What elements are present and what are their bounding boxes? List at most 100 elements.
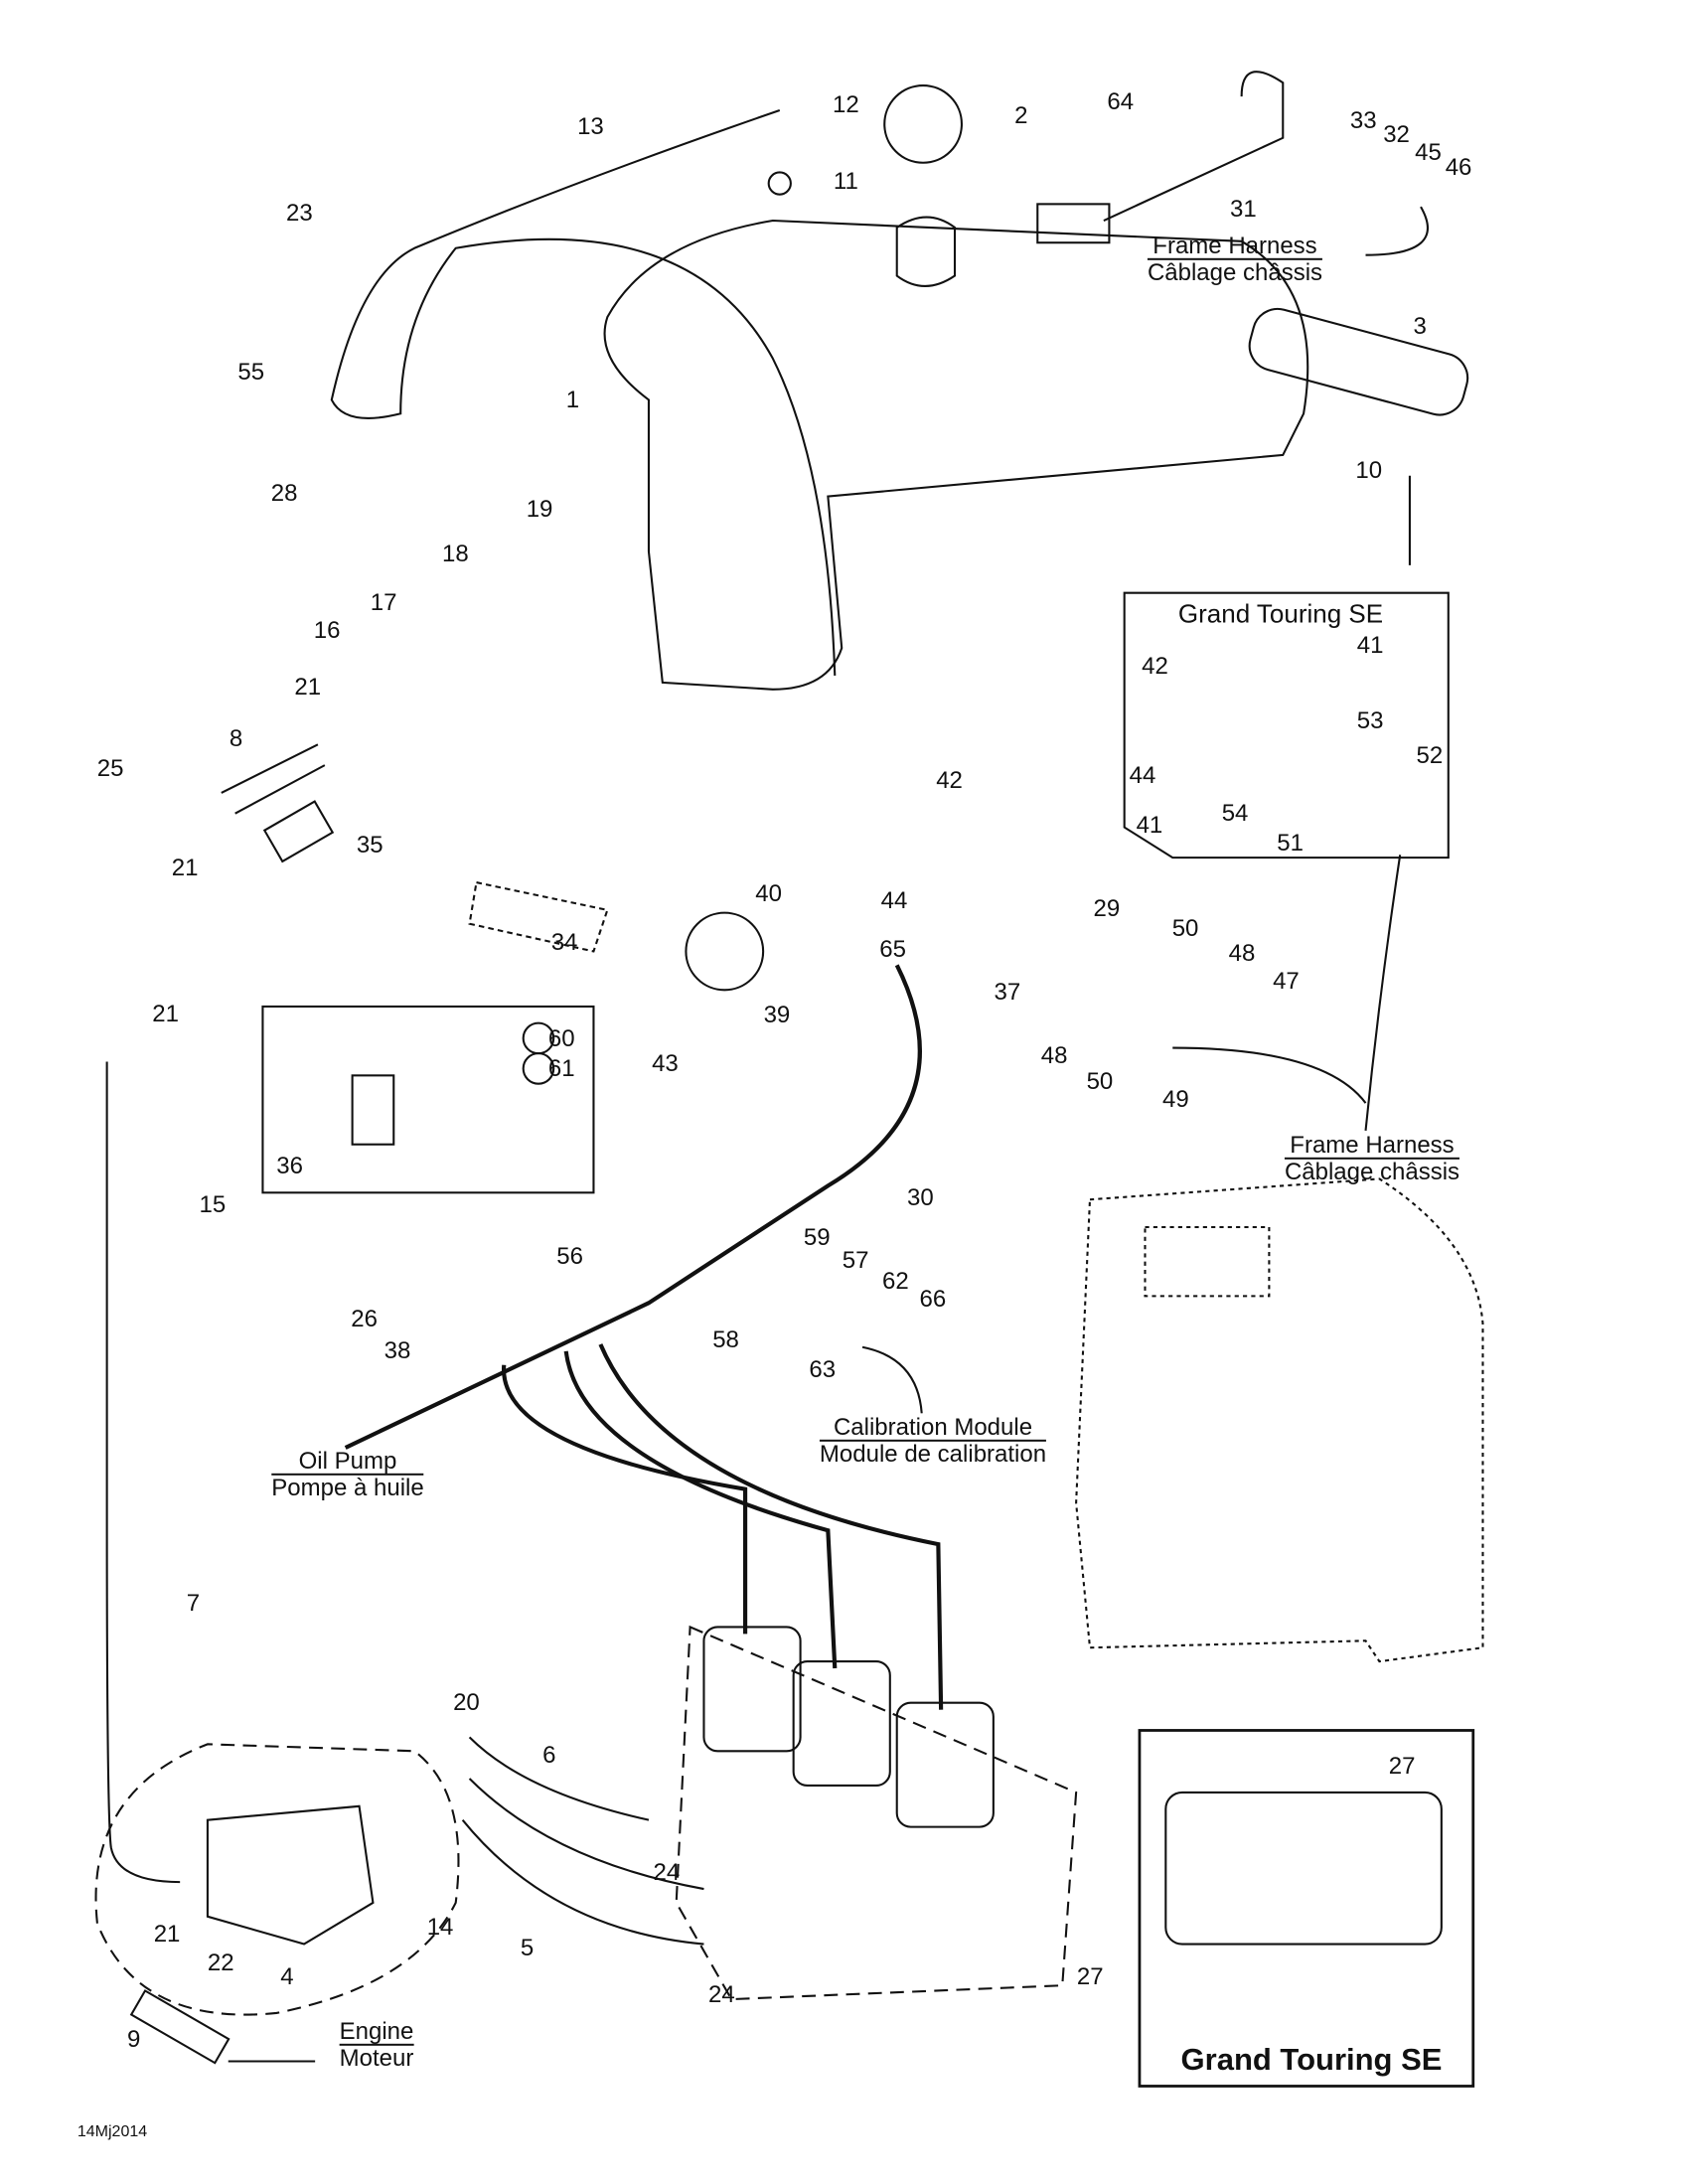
callout-43: 43 <box>652 1049 679 1077</box>
callout-21: 21 <box>294 673 322 701</box>
callout-6: 6 <box>542 1741 556 1769</box>
callout-23: 23 <box>286 200 313 228</box>
oil-pump <box>206 1804 375 1946</box>
callout-11: 11 <box>833 168 858 196</box>
callout-45: 45 <box>1415 139 1442 167</box>
callout-55: 55 <box>237 359 265 386</box>
callout-30: 30 <box>907 1183 934 1211</box>
callout-13: 13 <box>577 112 604 140</box>
hoses-5-6 <box>461 1736 704 1946</box>
callout-16: 16 <box>313 616 341 644</box>
carburetor-3 <box>895 1701 995 1828</box>
caption-en: Oil Pump <box>271 1449 424 1476</box>
callout-65: 65 <box>879 935 906 963</box>
callout-33: 33 <box>1349 107 1377 135</box>
caption-fr: Module de calibration <box>819 1441 1047 1468</box>
callout-31: 31 <box>1230 196 1257 224</box>
tank-filler-neck <box>895 216 957 287</box>
caption-en: Frame Harness <box>1284 1133 1460 1160</box>
callout-21: 21 <box>171 854 199 881</box>
callout-56: 56 <box>556 1243 583 1271</box>
bracket-3 <box>1248 307 1469 416</box>
pump-36 <box>351 1074 395 1146</box>
callout-60: 60 <box>547 1024 575 1052</box>
callout-36: 36 <box>276 1152 304 1179</box>
callout-28: 28 <box>270 480 298 508</box>
caption-frame-harness-mid: Frame Harness Câblage châssis <box>1284 1133 1460 1184</box>
ring-61 <box>522 1052 555 1085</box>
callout-52: 52 <box>1416 742 1444 770</box>
callout-66: 66 <box>919 1286 947 1314</box>
wire-harness <box>344 964 922 1450</box>
caption-en: Engine <box>339 2017 414 2046</box>
callout-15: 15 <box>199 1190 227 1218</box>
fuel-tank <box>603 219 1309 691</box>
callout-44: 44 <box>1129 761 1156 789</box>
fuel-line-8 <box>221 743 326 815</box>
callout-38: 38 <box>384 1336 411 1364</box>
callout-47: 47 <box>1273 967 1300 995</box>
callout-32: 32 <box>1383 121 1410 149</box>
caption-calibration-module: Calibration Module Module de calibration <box>819 1415 1047 1468</box>
inset-box-grand-touring <box>1123 591 1450 859</box>
carb-wire-3 <box>598 1343 944 1710</box>
callout-48: 48 <box>1228 939 1256 967</box>
callout-48: 48 <box>1040 1041 1068 1069</box>
fuel-cap <box>883 83 963 164</box>
callout-26: 26 <box>351 1305 379 1332</box>
handlebar-grip <box>468 880 609 953</box>
grommet <box>767 171 792 196</box>
callout-46: 46 <box>1445 154 1472 182</box>
callout-44: 44 <box>880 886 908 914</box>
drawing-code: 14Mj2014 <box>77 2123 148 2140</box>
callout-27: 27 <box>1388 1752 1416 1780</box>
caption-engine: Engine Moteur <box>339 2017 414 2072</box>
callout-27: 27 <box>1076 1963 1104 1991</box>
callout-25: 25 <box>96 754 124 782</box>
carb-wire-2 <box>563 1350 838 1669</box>
callout-57: 57 <box>842 1247 869 1275</box>
callout-4: 4 <box>280 1963 294 1991</box>
callout-62: 62 <box>882 1268 909 1296</box>
caption-oil-pump: Oil Pump Pompe à huile <box>271 1449 424 1501</box>
carburetor-1 <box>702 1626 802 1753</box>
callout-3: 3 <box>1413 313 1427 341</box>
caption-en: Calibration Module <box>819 1415 1047 1442</box>
callout-5: 5 <box>520 1935 535 1962</box>
calibration-arrow <box>861 1345 923 1414</box>
carb-outline <box>675 1625 1078 2001</box>
callout-64: 64 <box>1107 87 1135 115</box>
callout-21: 21 <box>152 1000 180 1027</box>
callout-40: 40 <box>755 880 782 907</box>
callout-41: 41 <box>1136 811 1163 839</box>
callout-19: 19 <box>526 495 553 523</box>
inset-title: Grand Touring SE <box>1177 598 1384 629</box>
callout-53: 53 <box>1356 707 1384 735</box>
caption-en: Frame Harness <box>1147 234 1323 260</box>
fuel-filter-35 <box>262 800 335 863</box>
callout-42: 42 <box>936 767 963 795</box>
carb-wire-1 <box>502 1364 748 1635</box>
callout-29: 29 <box>1093 895 1121 923</box>
callout-35: 35 <box>356 832 384 859</box>
callout-37: 37 <box>994 978 1021 1006</box>
callout-51: 51 <box>1277 829 1304 857</box>
inset-box-36 <box>261 1005 595 1194</box>
callout-7: 7 <box>186 1589 201 1617</box>
callout-12: 12 <box>833 90 859 118</box>
inset-bottom-title: Grand Touring SE <box>1180 2042 1443 2077</box>
callout-58: 58 <box>712 1326 739 1353</box>
hose-9 <box>129 1989 230 2065</box>
caption-fr: Moteur <box>339 2045 414 2072</box>
callout-24: 24 <box>708 1981 735 2009</box>
fuel-line-15 <box>105 1061 181 1884</box>
caption-fr: Câblage châssis <box>1147 259 1323 286</box>
caption-fr: Pompe à huile <box>271 1475 424 1501</box>
callout-34: 34 <box>550 928 578 956</box>
callout-2: 2 <box>1014 101 1028 129</box>
engine-outline <box>1075 1177 1484 1663</box>
callout-50: 50 <box>1086 1067 1114 1095</box>
callout-24: 24 <box>653 1858 681 1886</box>
